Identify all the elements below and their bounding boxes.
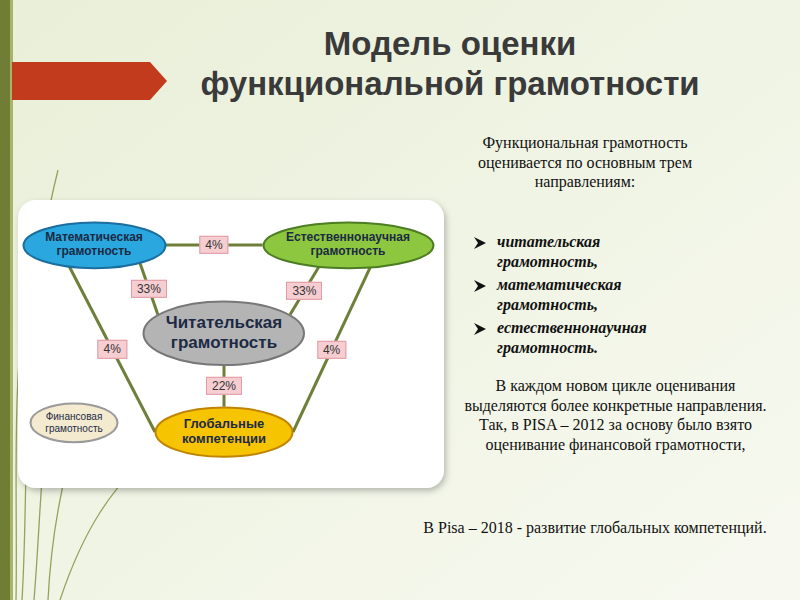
ellipse-shape	[144, 301, 305, 365]
intro-text: Функциональная грамотность оценивается п…	[445, 133, 725, 192]
paragraph-text: В каждом новом цикле оценивания выделяют…	[458, 376, 773, 454]
ellipse-shape	[23, 222, 165, 268]
science-ellipse: Естественнонаучная грамотность	[262, 221, 435, 270]
ellipse-shape	[263, 222, 433, 268]
reading-ellipse: Читательская грамотность	[142, 300, 306, 367]
ellipse-shape	[156, 407, 293, 456]
paragraph-text: В Pisa – 2018 - развитие глобальных комп…	[420, 518, 770, 538]
node-label: Естественнонаучная грамотность	[286, 231, 410, 259]
node-content: Математическая грамотность	[45, 231, 143, 259]
node-content: Естественнонаучная грамотность	[286, 231, 410, 259]
node-content: Глобальные компетенции	[182, 417, 266, 447]
bullet-arrows	[474, 237, 486, 335]
global-ellipse: Глобальные компетенции	[154, 406, 294, 458]
bullet-item: читательская грамотность,	[497, 232, 672, 271]
bullet-item: математическая грамотность,	[497, 275, 672, 314]
math-ellipse: Математическая грамотность	[22, 221, 167, 270]
title-arrow-tab	[12, 62, 167, 100]
node-label: Финансовая грамотность	[45, 411, 102, 434]
node-content: Читательская грамотность	[166, 313, 283, 352]
node-label: Математическая грамотность	[45, 231, 143, 259]
finance-ellipse: Финансовая грамотность	[29, 402, 119, 444]
percent-label: 4%	[98, 340, 127, 358]
percent-label: 33%	[131, 279, 167, 297]
percent-label: 4%	[317, 341, 346, 359]
node-label: Глобальные компетенции	[182, 417, 266, 447]
slide-title: Модель оценки функциональной грамотности	[180, 24, 720, 103]
side-bar	[0, 0, 10, 600]
percent-label: 22%	[206, 377, 242, 395]
bullet-item: естественнонаучная грамотность.	[497, 318, 672, 357]
percent-label: 33%	[286, 282, 322, 300]
diagram-panel	[18, 200, 444, 488]
node-content: Финансовая грамотность	[45, 411, 102, 434]
node-label: Читательская грамотность	[166, 313, 283, 352]
percent-label: 4%	[199, 236, 228, 254]
ellipse-shape	[31, 404, 118, 443]
